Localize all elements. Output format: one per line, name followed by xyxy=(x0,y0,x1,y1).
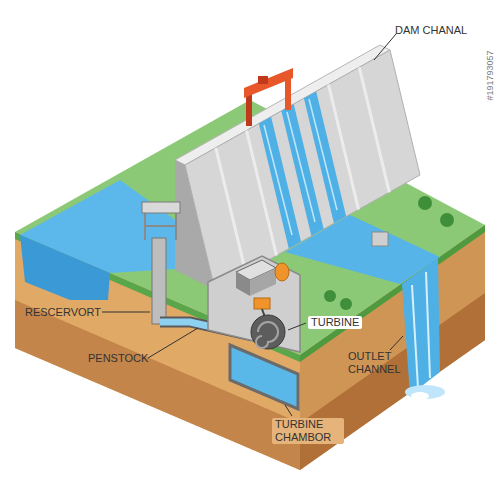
small-generator xyxy=(254,298,270,309)
turbine-spiral xyxy=(256,322,278,348)
crane-block xyxy=(258,76,268,84)
dam-rib xyxy=(359,67,389,192)
water-streak xyxy=(264,125,292,235)
tree xyxy=(340,298,352,310)
leader-line xyxy=(374,34,396,60)
leader-line xyxy=(148,328,198,358)
tree xyxy=(324,290,336,302)
part-label: OUTLET CHANNEL xyxy=(345,350,409,376)
water-streak xyxy=(412,285,418,388)
dam-rib xyxy=(216,148,246,273)
generator-side xyxy=(250,268,276,296)
crane-beam xyxy=(244,68,293,98)
tower-house xyxy=(142,202,180,213)
leader-line xyxy=(285,405,292,416)
leader-line xyxy=(288,323,306,330)
water-streak xyxy=(287,112,315,222)
intake-shaft xyxy=(152,238,166,324)
leader-line xyxy=(390,336,403,350)
part-label: PENSTOCK xyxy=(85,352,151,365)
generator-side xyxy=(236,272,250,296)
reservoir-cut xyxy=(20,235,110,300)
part-label: TURBINE xyxy=(308,316,362,329)
tree xyxy=(440,213,454,227)
water-streak xyxy=(309,99,337,210)
water-streak xyxy=(426,272,430,378)
powerhouse xyxy=(208,256,300,352)
watermark: #191793057 xyxy=(485,47,496,103)
part-label: DAM CHANAL xyxy=(392,24,470,37)
splash xyxy=(411,392,429,400)
generator-cap xyxy=(275,263,289,281)
tower-brace xyxy=(145,225,176,227)
turbine xyxy=(251,315,285,349)
channel-gate xyxy=(372,232,388,246)
waterfall xyxy=(402,258,440,395)
splash xyxy=(405,385,445,399)
earth-band-left xyxy=(15,300,300,470)
part-label: RESCERVORT xyxy=(22,306,104,319)
turbine-chamber xyxy=(230,345,298,409)
leader-line xyxy=(102,312,150,313)
earth-left xyxy=(15,232,300,470)
tree xyxy=(418,196,432,210)
part-label: TURBINE CHAMBOR xyxy=(272,418,344,444)
